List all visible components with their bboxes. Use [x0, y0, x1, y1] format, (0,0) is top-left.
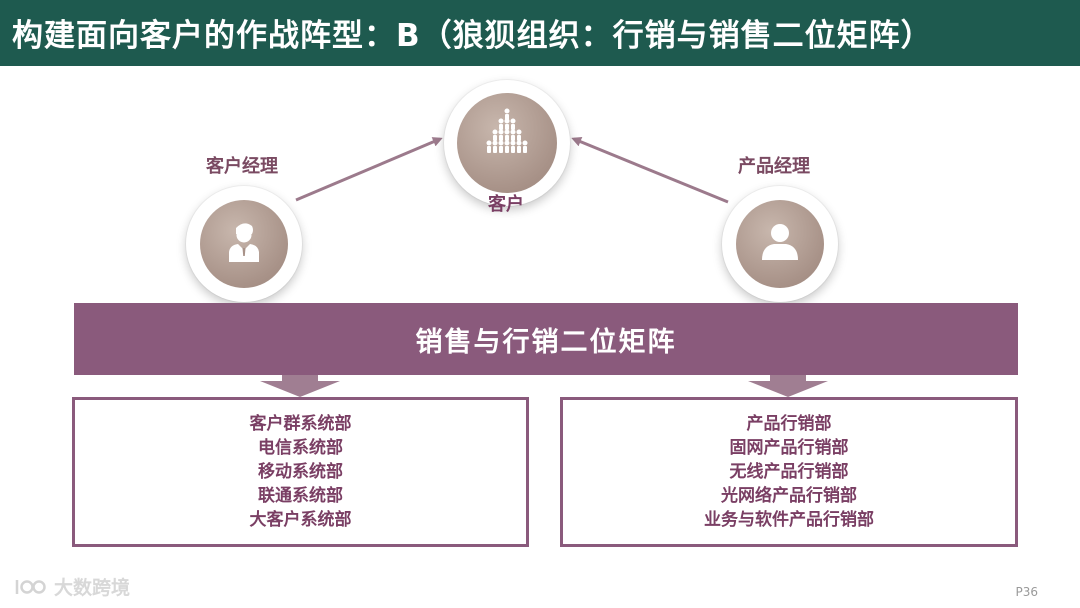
sales-dept-item: 大客户系统部	[249, 510, 352, 530]
person-icon	[762, 224, 798, 260]
marketing-dept-item: 无线产品行销部	[729, 462, 849, 482]
sales-dept-item: 电信系统部	[258, 438, 343, 458]
customer-label: 客户	[488, 194, 524, 215]
account-manager-circle	[186, 186, 302, 302]
arrow-product-to-customer	[571, 137, 729, 204]
sales-dept-item: 联通系统部	[258, 486, 343, 506]
marketing-dept-item: 光网络产品行销部	[721, 486, 857, 506]
customer-circle: 客户	[444, 80, 570, 215]
account-manager-label: 客户经理	[206, 156, 278, 177]
marketing-dept-item: 业务与软件产品行销部	[704, 510, 874, 530]
arrow-manager-to-customer	[295, 137, 443, 202]
marketing-dept-item: 产品行销部	[746, 414, 832, 434]
sales-departments-box: 客户群系统部 电信系统部 移动系统部 联通系统部 大客户系统部	[72, 397, 529, 547]
watermark: 大数跨境	[14, 573, 130, 600]
product-manager-circle	[722, 186, 838, 302]
watermark-text: 大数跨境	[54, 577, 131, 599]
slide-title: 构建面向客户的作战阵型：B（狼狈组织：行销与销售二位矩阵）	[12, 18, 933, 54]
product-manager-label: 产品经理	[738, 156, 810, 177]
marketing-dept-item: 固网产品行销部	[729, 438, 849, 458]
crowd-icon	[486, 108, 528, 153]
marketing-departments-box: 产品行销部 固网产品行销部 无线产品行销部 光网络产品行销部 业务与软件产品行销…	[560, 397, 1018, 547]
down-arrow-left	[260, 375, 340, 397]
down-arrow-right	[748, 375, 828, 397]
matrix-banner: 销售与行销二位矩阵	[74, 303, 1018, 375]
title-bar: 构建面向客户的作战阵型：B（狼狈组织：行销与销售二位矩阵）	[0, 0, 1080, 66]
sales-dept-item: 移动系统部	[258, 462, 343, 482]
sales-dept-item: 客户群系统部	[249, 414, 352, 434]
watermark-logo-icon	[15, 579, 46, 594]
page-number: P36	[1015, 585, 1038, 599]
matrix-title: 销售与行销二位矩阵	[415, 326, 677, 358]
manager-person-icon	[229, 223, 259, 262]
